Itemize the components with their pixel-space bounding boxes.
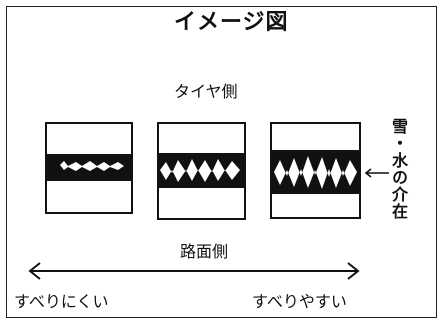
road-block: [270, 192, 361, 219]
snow-water-patch: [160, 159, 240, 182]
low-intervention-panel: [45, 122, 133, 214]
diagram-title: イメージ図: [174, 10, 289, 35]
road-side-label: 路面側: [180, 242, 229, 261]
medium-intervention-panel: [157, 122, 246, 220]
less-slippery-caption: すべりにくい: [14, 292, 109, 311]
diagram-frame: [6, 6, 437, 318]
road-block: [157, 186, 246, 220]
slip-scale-arrow: [28, 262, 360, 280]
tire-block: [157, 122, 246, 155]
snow-water-patch: [60, 161, 124, 171]
high-intervention-panel: [270, 122, 361, 219]
snow-water-label: 雪・水の介在: [389, 118, 408, 220]
pointer-arrow: [364, 168, 389, 178]
more-slippery-caption: すべりやすい: [252, 292, 347, 311]
tire-block: [270, 122, 361, 152]
tire-block: [45, 122, 133, 156]
snow-water-patch: [274, 156, 357, 189]
road-block: [45, 179, 133, 214]
tire-side-label: タイヤ側: [174, 82, 238, 101]
